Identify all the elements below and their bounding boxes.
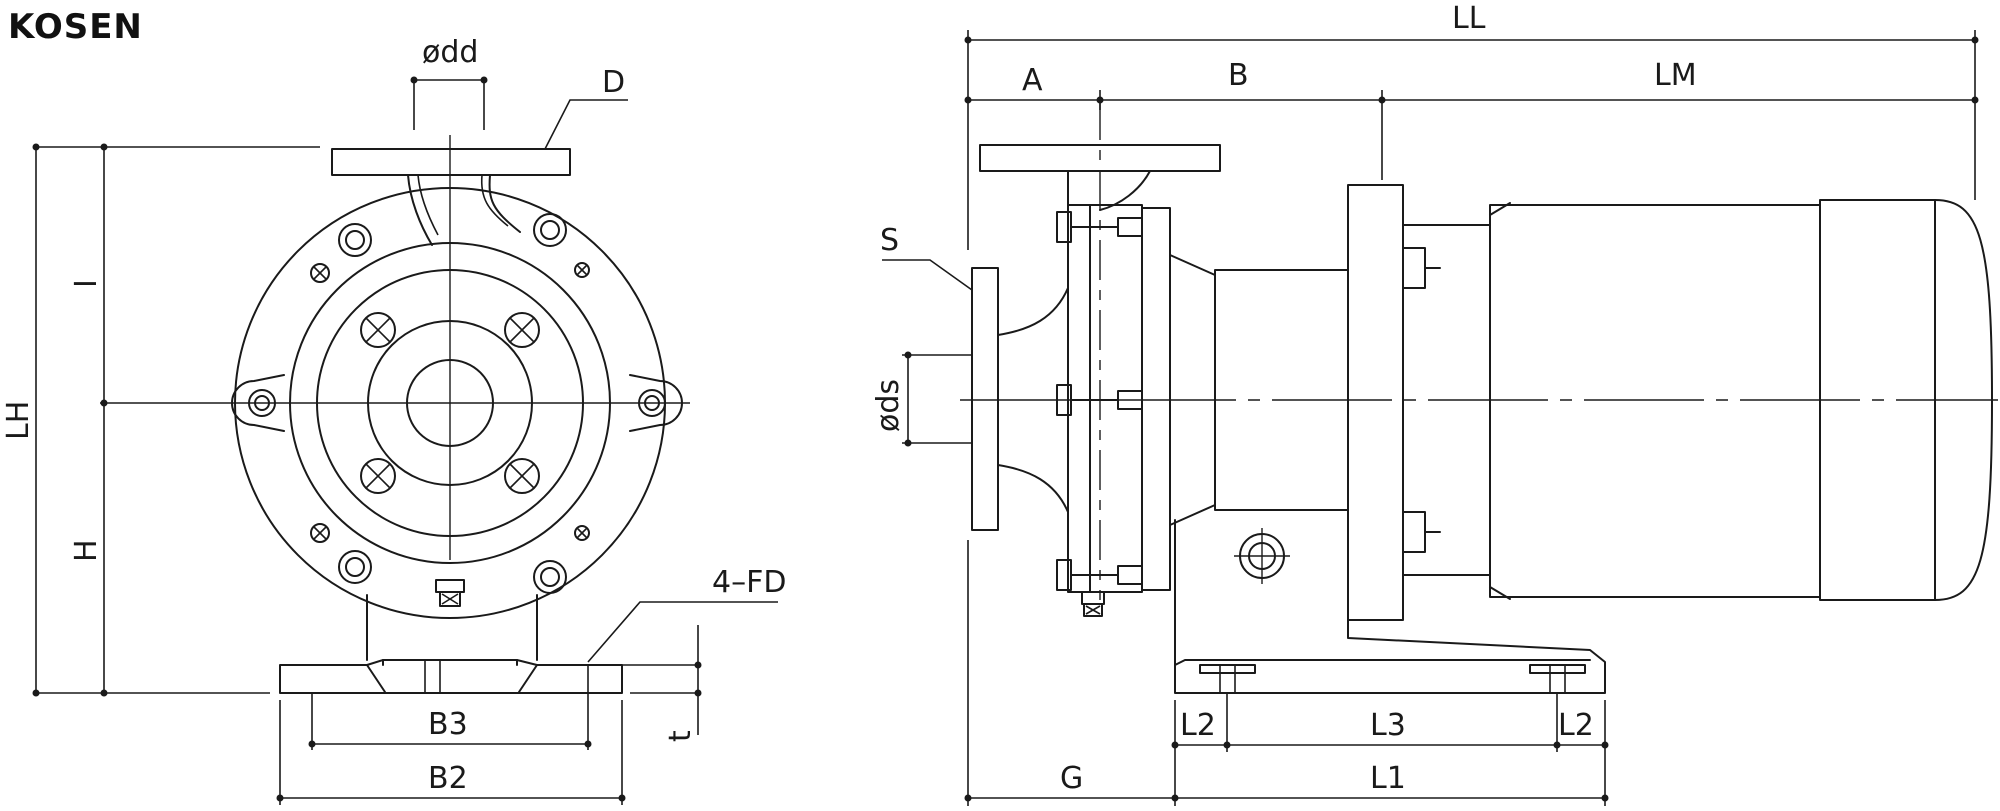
label-B2: B2 [428, 761, 468, 796]
label-H: H [69, 539, 104, 562]
label-ods: øds [871, 379, 906, 432]
label-A: A [1022, 63, 1043, 98]
brand-logo: KOSEN [8, 7, 143, 47]
label-G: G [1060, 761, 1083, 796]
suction-flange [971, 267, 999, 531]
motor-flange [1347, 184, 1404, 621]
discharge-flange [331, 148, 571, 176]
suction-bolt-holes [360, 312, 540, 494]
label-D: D [602, 65, 625, 100]
label-LL: LL [1452, 1, 1486, 36]
discharge-neck [407, 174, 521, 246]
label-L1: L1 [1370, 761, 1406, 796]
drain-plug [435, 579, 465, 593]
casing-lugs [231, 213, 683, 594]
side-base [1174, 519, 1606, 694]
label-S: S [880, 223, 899, 258]
front-base [279, 594, 623, 694]
side-view: LL A B LM S øds G L1 L2 L3 L2 [871, 1, 1998, 806]
label-B: B [1228, 58, 1249, 93]
label-L2-left: L2 [1180, 708, 1216, 743]
motor-body [1489, 204, 1821, 598]
label-L3: L3 [1370, 708, 1406, 743]
label-FD: 4–FD [712, 565, 786, 600]
label-LH: LH [1, 401, 36, 440]
label-LM: LM [1654, 58, 1697, 93]
label-I: I [69, 279, 104, 288]
front-view: ødd D LH I H 4–FD t B3 B2 [1, 35, 786, 805]
label-odd: ødd [422, 35, 478, 70]
bearing-bracket [1169, 254, 1216, 526]
label-B3: B3 [428, 707, 468, 742]
label-t: t [663, 730, 698, 742]
label-L2-right: L2 [1558, 708, 1594, 743]
